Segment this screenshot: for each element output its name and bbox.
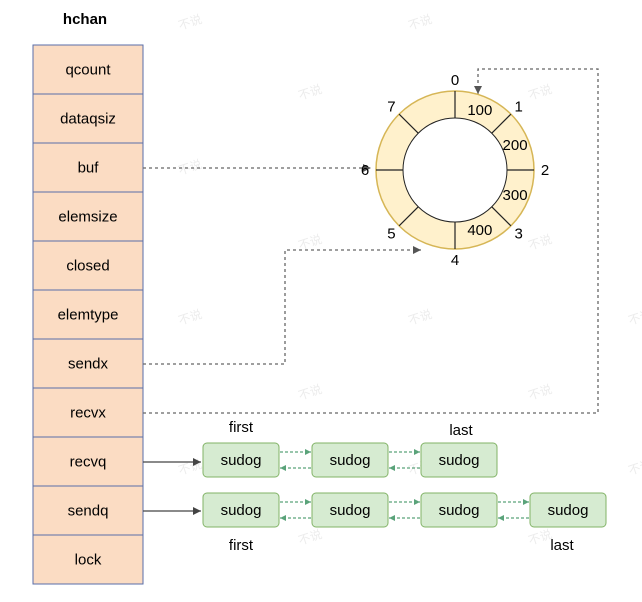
sendq-linked-list: sudog sudog sudog sudog bbox=[202, 492, 607, 528]
sendx-pointer-arrow bbox=[143, 246, 421, 365]
hchan-field-label: elemsize bbox=[58, 209, 117, 226]
recvx-pointer-arrow bbox=[143, 68, 599, 414]
watermark-text: 不说 bbox=[626, 456, 642, 478]
sendq-sudog-label: sudog bbox=[439, 502, 480, 519]
watermark-text: 不说 bbox=[526, 81, 553, 103]
recvq-sudog-label: sudog bbox=[221, 452, 262, 469]
recvq-first-label: first bbox=[229, 419, 254, 436]
hchan-field-recvx bbox=[32, 387, 144, 438]
watermark-text: 不说 bbox=[626, 306, 642, 328]
ring-index-label: 5 bbox=[387, 226, 395, 243]
hchan-field-label: recvx bbox=[70, 405, 106, 422]
ring-slot-divider bbox=[491, 113, 512, 134]
watermark-text: 不说 bbox=[526, 381, 553, 403]
ring-index-label: 1 bbox=[514, 98, 522, 115]
hchan-field-elemsize bbox=[32, 191, 144, 242]
ring-slot-divider bbox=[398, 206, 419, 227]
recvq-linked-list: sudog sudog sudog bbox=[202, 442, 498, 478]
sendq-sudog-label: sudog bbox=[330, 502, 371, 519]
hchan-field-elemtype bbox=[32, 289, 144, 340]
ring-index-label: 4 bbox=[451, 252, 459, 269]
sendq-sudog-node bbox=[202, 492, 280, 528]
sendq-first-label: first bbox=[229, 537, 254, 554]
hchan-field-label: lock bbox=[75, 552, 102, 569]
sendq-sudog-node bbox=[529, 492, 607, 528]
hchan-struct: qcount dataqsiz buf elemsize closed elemtype s… bbox=[32, 44, 144, 585]
hchan-field-sendq bbox=[32, 485, 144, 536]
ring-slot-value: 300 bbox=[503, 187, 528, 204]
ring-index-label: 6 bbox=[361, 162, 369, 179]
watermark-text: 不说 bbox=[176, 156, 203, 178]
watermark-text: 不说 bbox=[406, 11, 433, 33]
recvq-sudog-node bbox=[420, 442, 498, 478]
ring-slot-value: 400 bbox=[467, 222, 492, 239]
hchan-field-label: sendx bbox=[68, 356, 109, 373]
watermark-text: 不说 bbox=[406, 306, 433, 328]
ring-index-label: 3 bbox=[514, 226, 522, 243]
hchan-field-sendx bbox=[32, 338, 144, 389]
watermark-text: 不说 bbox=[296, 381, 323, 403]
ring-inner bbox=[402, 117, 508, 223]
watermark-text: 不说 bbox=[526, 526, 553, 548]
recvq-sudog-label: sudog bbox=[439, 452, 480, 469]
ring-slot-divider bbox=[491, 206, 512, 227]
hchan-field-closed bbox=[32, 240, 144, 291]
hchan-field-lock bbox=[32, 534, 144, 585]
ring-buffer: 100 200 300 400 0 1 2 3 4 5 6 7 bbox=[361, 72, 549, 269]
watermark-text: 不说 bbox=[526, 231, 553, 253]
hchan-title: hchan bbox=[63, 11, 107, 28]
watermark-text: 不说 bbox=[296, 81, 323, 103]
hchan-field-label: buf bbox=[78, 160, 100, 177]
hchan-field-label: dataqsiz bbox=[60, 111, 116, 128]
hchan-field-dataqsiz bbox=[32, 93, 144, 144]
hchan-field-recvq bbox=[32, 436, 144, 487]
hchan-field-label: qcount bbox=[65, 62, 111, 79]
watermark-text: 不说 bbox=[176, 11, 203, 33]
recvq-sudog-node bbox=[311, 442, 389, 478]
sendq-last-label: last bbox=[550, 537, 574, 554]
hchan-field-label: closed bbox=[66, 258, 109, 275]
hchan-field-label: elemtype bbox=[58, 307, 119, 324]
sendq-sudog-node bbox=[311, 492, 389, 528]
ring-index-label: 0 bbox=[451, 72, 459, 89]
sendq-sudog-label: sudog bbox=[548, 502, 589, 519]
sendq-sudog-node bbox=[420, 492, 498, 528]
sendq-sudog-label: sudog bbox=[221, 502, 262, 519]
ring-slot-value: 100 bbox=[467, 102, 492, 119]
watermark-text: 不说 bbox=[176, 456, 203, 478]
recvq-last-label: last bbox=[449, 422, 473, 439]
watermark-text: 不说 bbox=[296, 231, 323, 253]
ring-slot-divider bbox=[398, 113, 419, 134]
hchan-field-label: recvq bbox=[70, 454, 107, 471]
ring-index-label: 2 bbox=[541, 162, 549, 179]
watermark-text: 不说 bbox=[176, 306, 203, 328]
ring-slot-value: 200 bbox=[503, 137, 528, 154]
watermark-text: 不说 bbox=[296, 526, 323, 548]
recvq-sudog-label: sudog bbox=[330, 452, 371, 469]
hchan-field-buf bbox=[32, 142, 144, 193]
ring-index-label: 7 bbox=[387, 98, 395, 115]
recvq-sudog-node bbox=[202, 442, 280, 478]
hchan-field-label: sendq bbox=[68, 503, 109, 520]
